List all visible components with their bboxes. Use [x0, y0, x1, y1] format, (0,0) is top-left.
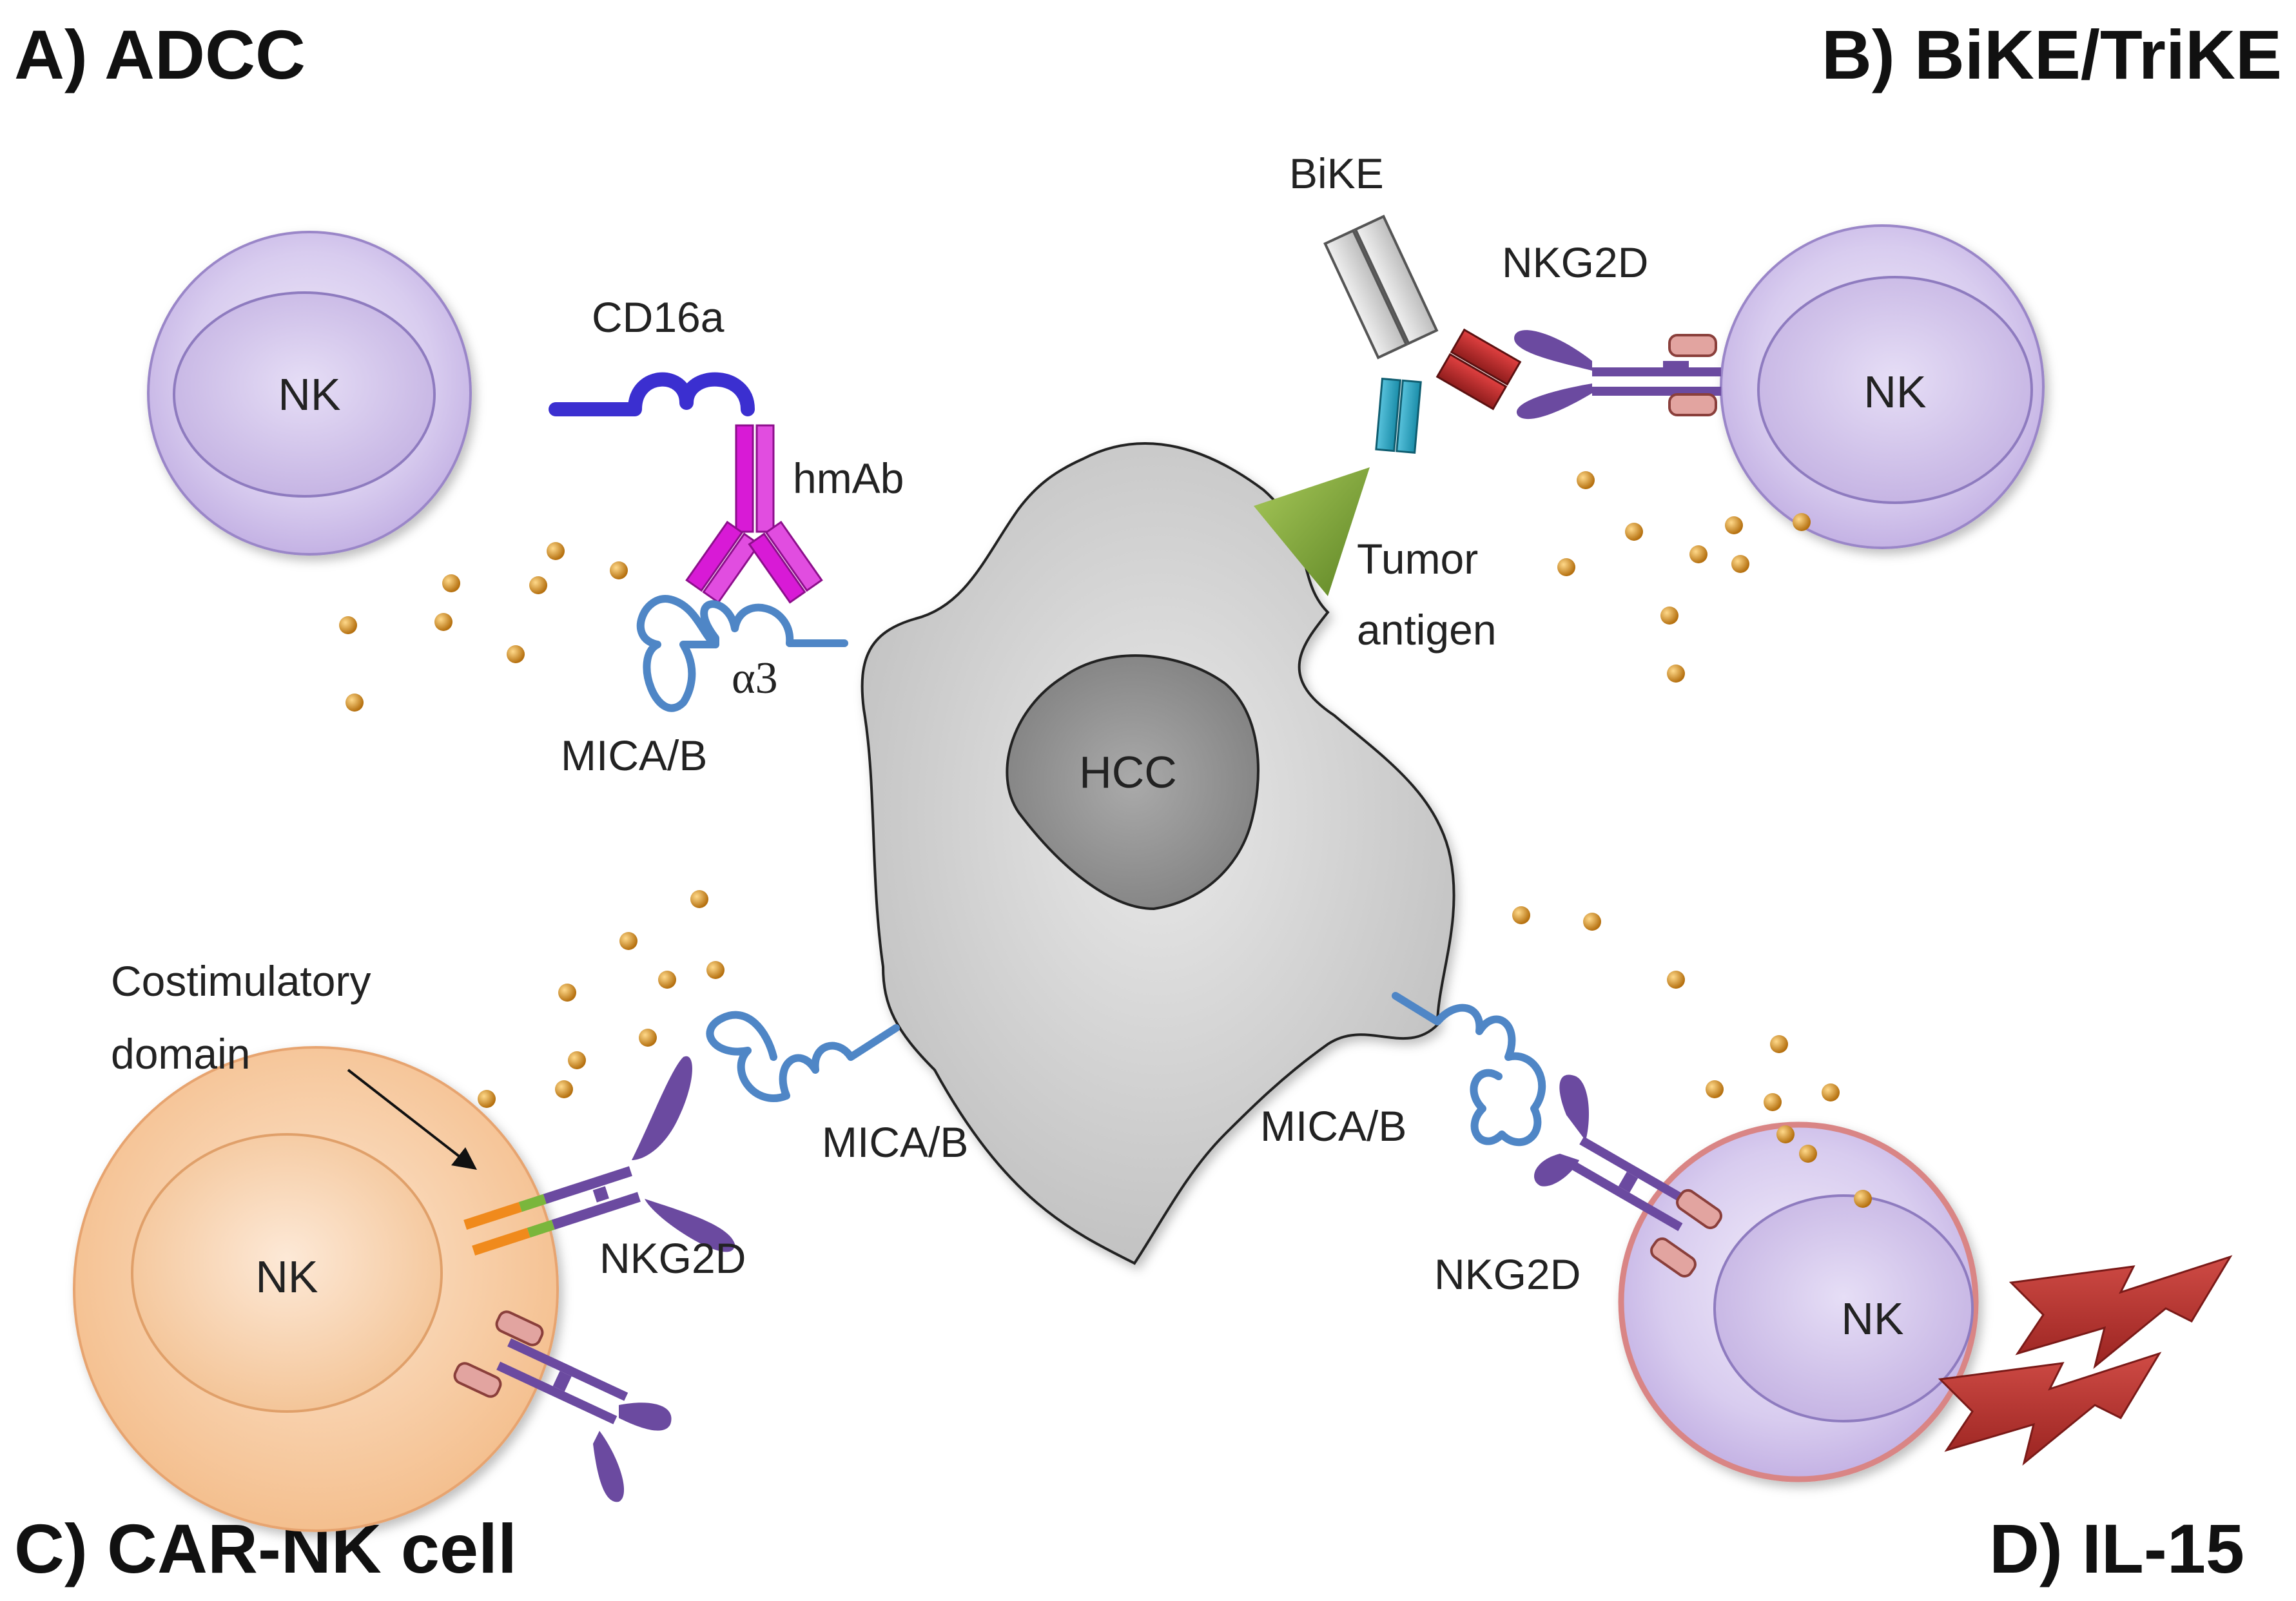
hcc-nucleus: [1006, 654, 1260, 911]
bike-label: BiKE: [1289, 150, 1384, 197]
nkg2d-receptor-d: [1534, 1074, 1722, 1278]
panel-title-a: A) ADCC: [14, 15, 306, 93]
mica-b-c: [706, 1011, 900, 1102]
nk-cell-d: NK: [1618, 1121, 1979, 1482]
granules-a: [339, 542, 628, 712]
hcc-label: HCC: [1079, 747, 1177, 797]
alpha3-label: α3: [732, 654, 778, 703]
tumor-antigen-label-line1: Tumor: [1357, 535, 1478, 583]
car-receptor: [463, 1056, 735, 1256]
hmab-antibody: [685, 424, 823, 604]
tumor-antigen: [1254, 467, 1370, 596]
nk-label-d: NK: [1841, 1294, 1903, 1344]
nk-cell-b: NK: [1720, 224, 2045, 549]
costim-label-line1: Costimulatory: [111, 957, 371, 1005]
tumor-antigen-label-line2: antigen: [1357, 606, 1497, 654]
cd16a-receptor: [549, 372, 755, 416]
cd16a-label: CD16a: [592, 293, 725, 341]
hcc-cell: HCC: [861, 442, 1455, 1265]
hmab-label: hmAb: [793, 454, 904, 502]
mica-b-label-a: MICA/B: [561, 732, 707, 779]
granules-d: [1512, 906, 1872, 1208]
nkg2d-label-d: NKG2D: [1434, 1250, 1581, 1298]
nk-label-c: NK: [255, 1252, 318, 1302]
mica-b-a: [636, 595, 848, 712]
panel-title-d: D) IL-15: [1989, 1509, 2244, 1587]
nkg2d-label-c: NKG2D: [599, 1234, 746, 1282]
mica-b-label-d: MICA/B: [1260, 1102, 1406, 1150]
nk-label-b: NK: [1863, 367, 1926, 417]
mica-b-label-c: MICA/B: [822, 1118, 968, 1166]
nk-cell-a: NK: [147, 231, 472, 556]
costim-arrow: [347, 1069, 477, 1170]
panel-title-b: B) BiKE/TriKE: [1822, 15, 2282, 93]
nkg2d-label-b: NKG2D: [1502, 238, 1648, 286]
mica-b-d: [1392, 992, 1546, 1147]
nk-label-a: NK: [278, 369, 340, 420]
costim-label-line2: domain: [111, 1030, 250, 1078]
il15-signal-icon: [1938, 1255, 2233, 1466]
bike-molecule: [1323, 215, 1522, 454]
granules-c: [478, 890, 725, 1108]
car-nk-cell: NK: [73, 1046, 559, 1532]
granules-b: [1557, 471, 1811, 683]
nkg2d-receptor-b: [1514, 330, 1721, 420]
nkg2d-receptor-c: [453, 1310, 672, 1502]
